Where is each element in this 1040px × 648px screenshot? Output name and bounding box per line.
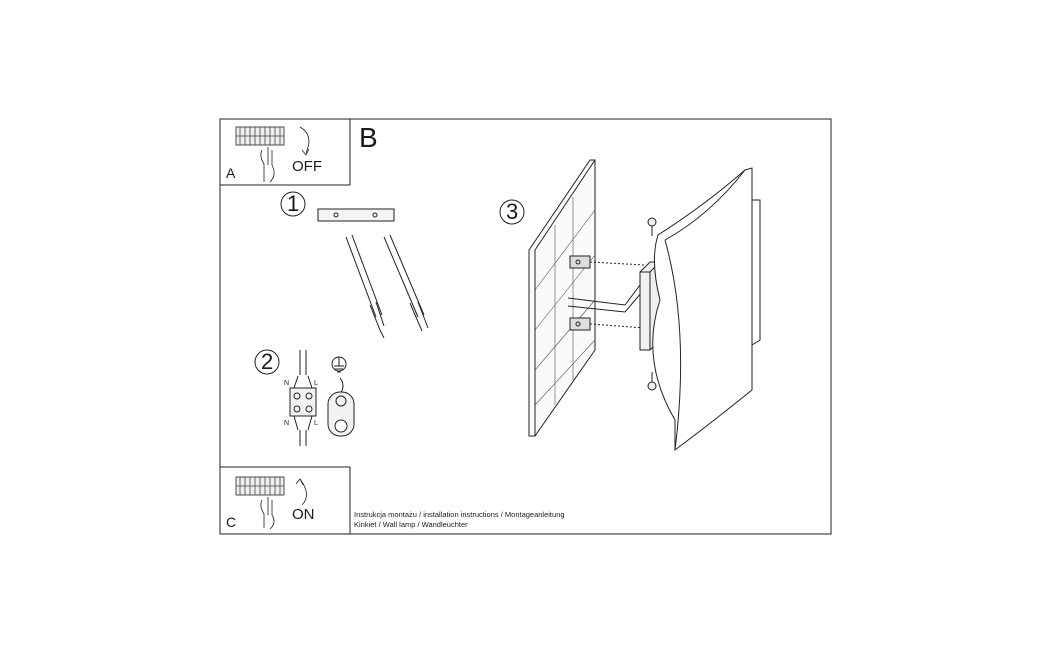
step-one-illustration bbox=[280, 191, 429, 339]
wire-n-bottom: N bbox=[284, 420, 290, 427]
step-three-illustration bbox=[499, 159, 761, 452]
off-label: OFF bbox=[292, 158, 322, 175]
step-2-number: 2 bbox=[261, 349, 274, 374]
outer-border bbox=[219, 118, 832, 535]
wire-l-bottom: L bbox=[314, 420, 318, 427]
step-3-number: 3 bbox=[506, 199, 519, 224]
step-two-illustration bbox=[254, 349, 355, 446]
panel-c-label: C bbox=[226, 514, 237, 530]
breaker-off-illustration bbox=[235, 126, 310, 183]
breaker-on-illustration bbox=[235, 476, 307, 530]
panel-a-label: A bbox=[226, 165, 236, 181]
caption-line-2: Kinkiet / Wall lamp / Wandleuchter bbox=[354, 520, 468, 529]
panel-b-label: B bbox=[359, 122, 378, 153]
on-label: ON bbox=[292, 506, 315, 523]
caption-line-1: Instrukcja montażu / installation instru… bbox=[354, 510, 565, 519]
wire-l-top: L bbox=[314, 380, 318, 387]
step-1-number: 1 bbox=[287, 191, 300, 216]
wire-n-top: N bbox=[284, 380, 290, 387]
